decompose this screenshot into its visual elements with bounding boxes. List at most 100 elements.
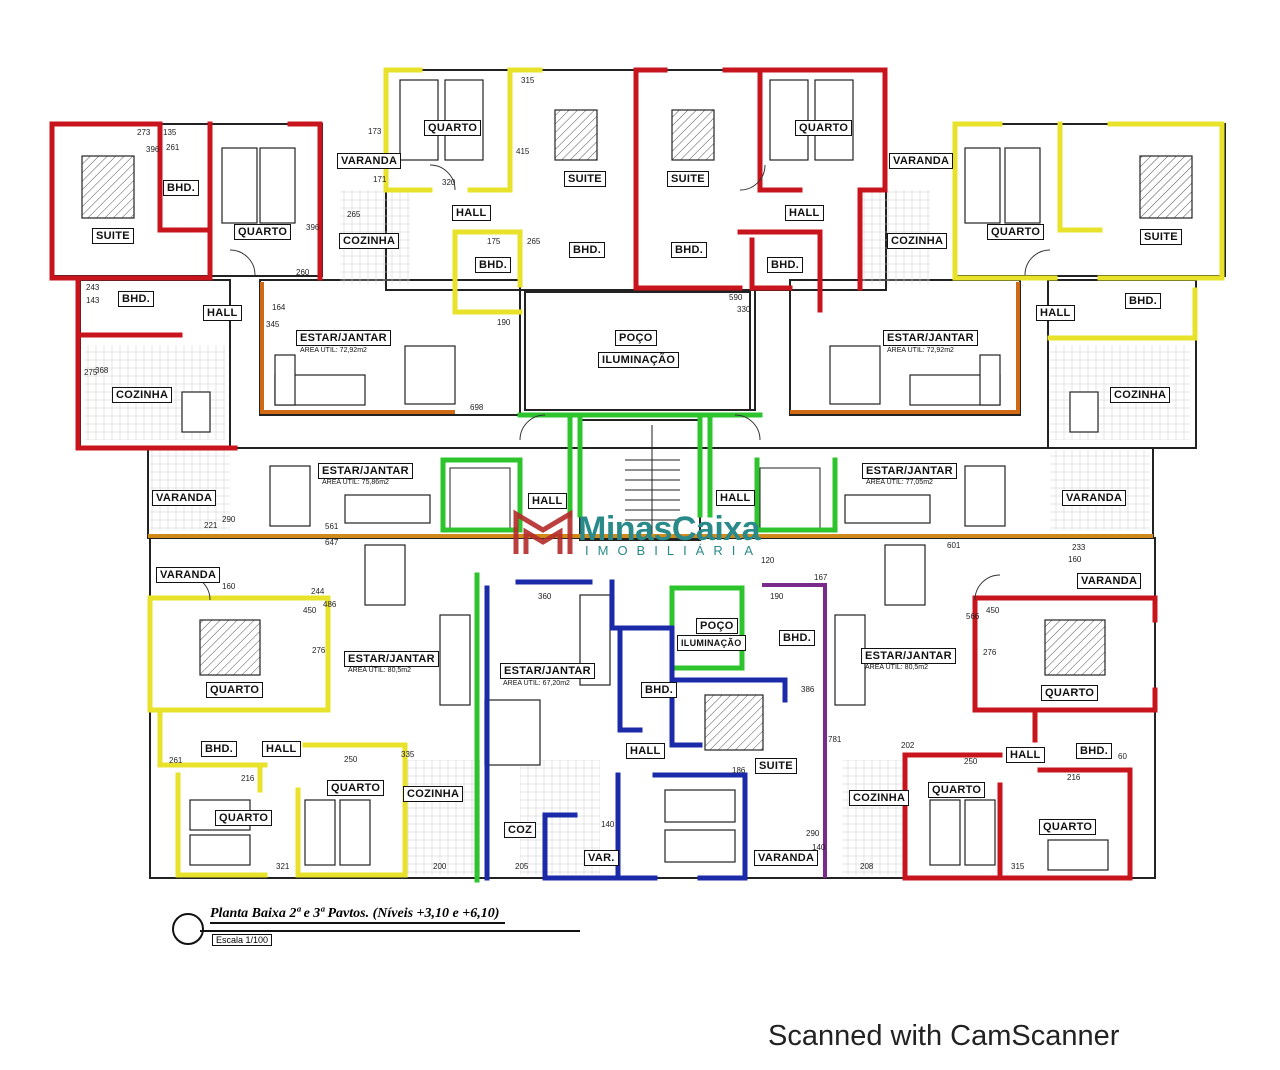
dimension: 173 bbox=[368, 127, 382, 136]
dimension: 160 bbox=[222, 582, 236, 591]
dimension: 244 bbox=[311, 587, 325, 596]
room-label: COZ bbox=[504, 822, 537, 838]
orange-walls bbox=[148, 282, 1153, 538]
room-label: ESTAR/JANTAR bbox=[344, 651, 439, 667]
room-label: ESTAR/JANTAR bbox=[296, 330, 391, 346]
logo-mark-icon bbox=[513, 509, 573, 554]
dimension: 450 bbox=[303, 606, 317, 615]
room-label: VARANDA bbox=[889, 153, 954, 169]
red-walls bbox=[49, 67, 1158, 881]
area-label: AREA ÚTIL: 67,20m2 bbox=[503, 680, 570, 687]
dimension: 698 bbox=[470, 403, 484, 412]
dimension: 140 bbox=[601, 820, 615, 829]
dimension: 143 bbox=[86, 296, 100, 305]
area-label: AREA ÚTIL: 80,5m2 bbox=[865, 664, 929, 671]
bed bbox=[1044, 619, 1106, 676]
room-label: HALL bbox=[1036, 305, 1075, 321]
logo-subtitle: IMOBILIÁRIA bbox=[585, 543, 763, 558]
single-beds bbox=[189, 79, 1109, 871]
dimension: 345 bbox=[266, 320, 280, 329]
dimension: 175 bbox=[487, 237, 501, 246]
area-label: AREA ÚTIL: 80,5m2 bbox=[348, 667, 412, 674]
dimension: 590 bbox=[729, 293, 743, 302]
dimension: 221 bbox=[204, 521, 218, 530]
dimension: 250 bbox=[344, 755, 358, 764]
room-label: HALL bbox=[716, 490, 755, 506]
dimension: 265 bbox=[527, 237, 541, 246]
scanner-caption: Scanned with CamScanner bbox=[768, 1020, 1120, 1052]
room-label: ESTAR/JANTAR bbox=[500, 663, 595, 679]
room-label: SUITE bbox=[564, 171, 606, 187]
room-label: BHD. bbox=[118, 291, 155, 307]
room-label: VARANDA bbox=[1062, 490, 1127, 506]
room-label: HALL bbox=[203, 305, 242, 321]
room-label: QUARTO bbox=[327, 780, 385, 796]
room-label: HALL bbox=[262, 741, 301, 757]
blue-walls bbox=[484, 579, 788, 881]
bed bbox=[554, 109, 598, 161]
dimension: 315 bbox=[1011, 862, 1025, 871]
dimension: 330 bbox=[737, 305, 751, 314]
room-label: BHD. bbox=[641, 682, 678, 698]
beds bbox=[81, 109, 1193, 751]
room-label: ESTAR/JANTAR bbox=[862, 463, 957, 479]
room-label: VAR. bbox=[584, 850, 619, 866]
dimension: 160 bbox=[1068, 555, 1082, 564]
drawing-title: Planta Baixa 2ª e 3ª Pavtos. (Níveis +3,… bbox=[210, 906, 506, 924]
dimension: 216 bbox=[241, 774, 255, 783]
dimension: 190 bbox=[497, 318, 511, 327]
room-label: BHD. bbox=[201, 741, 238, 757]
room-label: QUARTO bbox=[234, 224, 292, 240]
room-label: BHD. bbox=[779, 630, 816, 646]
dimension: 276 bbox=[983, 648, 997, 657]
dimension: 167 bbox=[814, 573, 828, 582]
dimension: 233 bbox=[1072, 543, 1086, 552]
dimension: 260 bbox=[296, 268, 310, 277]
title-symbol-icon bbox=[172, 913, 204, 945]
room-label: SUITE bbox=[667, 171, 709, 187]
dimension: 140 bbox=[812, 843, 826, 852]
room-label: BHD. bbox=[767, 257, 804, 273]
door-swings bbox=[184, 164, 1051, 601]
dimension: 360 bbox=[538, 592, 552, 601]
dimension: 164 bbox=[272, 303, 286, 312]
dimension: 60 bbox=[1118, 752, 1127, 761]
room-label: SUITE bbox=[1140, 229, 1182, 245]
drawing-scale: Escala 1/100 bbox=[212, 934, 273, 946]
area-label: AREA ÚTIL: 77,05m2 bbox=[866, 479, 933, 486]
dimension: 386 bbox=[801, 685, 815, 694]
dimension: 243 bbox=[86, 283, 100, 292]
room-label: QUARTO bbox=[206, 682, 264, 698]
dimension: 415 bbox=[516, 147, 530, 156]
room-label: QUARTO bbox=[1039, 819, 1097, 835]
dimension: 320 bbox=[442, 178, 456, 187]
dimension: 276 bbox=[312, 646, 326, 655]
dimension: 265 bbox=[347, 210, 361, 219]
dimension: 261 bbox=[166, 143, 180, 152]
dimension: 368 bbox=[95, 366, 109, 375]
dimension: 205 bbox=[515, 862, 529, 871]
dimension: 216 bbox=[1067, 773, 1081, 782]
room-label: ILUMINAÇÃO bbox=[598, 352, 680, 368]
dimension: 275 bbox=[84, 368, 98, 377]
room-label: QUARTO bbox=[928, 782, 986, 798]
room-label: HALL bbox=[1006, 747, 1045, 763]
room-label: ESTAR/JANTAR bbox=[318, 463, 413, 479]
dimension: 315 bbox=[521, 76, 535, 85]
dimension: 566 bbox=[966, 612, 980, 621]
room-label: COZINHA bbox=[1110, 387, 1171, 403]
room-label: VARANDA bbox=[337, 153, 402, 169]
yellow-walls bbox=[147, 67, 1225, 878]
room-label: BHD. bbox=[569, 242, 606, 258]
bed bbox=[671, 109, 715, 161]
room-label: HALL bbox=[528, 493, 567, 509]
room-label: COZINHA bbox=[887, 233, 948, 249]
room-label: COZINHA bbox=[849, 790, 910, 806]
room-label: QUARTO bbox=[424, 120, 482, 136]
room-label: COZINHA bbox=[339, 233, 400, 249]
title-underline bbox=[200, 930, 580, 932]
dimension: 208 bbox=[860, 862, 874, 871]
stair-core bbox=[449, 425, 821, 540]
furniture bbox=[181, 345, 1099, 766]
logo-brand-text: MinasCaixa bbox=[578, 510, 761, 548]
